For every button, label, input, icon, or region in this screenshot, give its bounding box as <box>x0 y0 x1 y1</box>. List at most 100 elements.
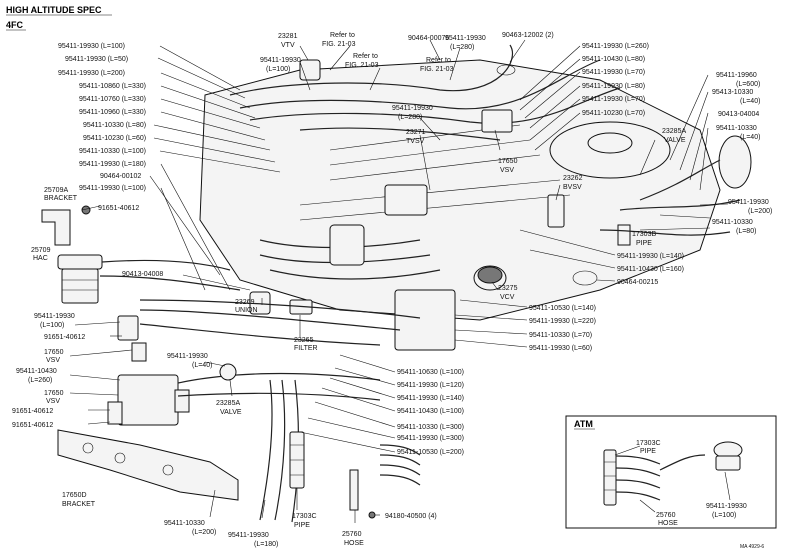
label-lr1: 95411-19930 (L=140) <box>617 253 684 260</box>
label-r4: 95411-19930 (L=80) <box>582 83 645 90</box>
label-c2: 90464-00076 <box>408 35 449 42</box>
label-lf4: 91651-40612 <box>12 408 53 415</box>
label-17650d: 17650D <box>62 492 87 499</box>
label-fr6: 95411-10330 <box>712 219 753 226</box>
label-ref2b: FIG. 21-03 <box>345 62 379 69</box>
label-ref2a: Refer to <box>353 53 378 60</box>
label-pipe1b: PIPE <box>636 240 652 247</box>
label-fr6b: (L=80) <box>736 228 756 235</box>
label-bt6: 95411-19930 (L=300) <box>397 435 464 442</box>
label-lr3: 90464-00215 <box>617 279 658 286</box>
label-atm2: 25760 <box>656 512 676 519</box>
label-l6: 95411-10960 (L=330) <box>79 109 146 116</box>
label-ref1b: FIG. 21-03 <box>322 41 356 48</box>
figure-code: MA 4929-6 <box>740 544 764 550</box>
label-lf1: 95411-19930 <box>34 313 75 320</box>
label-filter: 23265 <box>294 337 314 344</box>
label-r1: 95411-19930 (L=260) <box>582 43 649 50</box>
label-atm1: 17303C <box>636 440 661 447</box>
label-l2: 95411-19930 (L=50) <box>65 56 128 63</box>
label-bt5: 95411-10330 (L=300) <box>397 424 464 431</box>
atm-inset: ATM <box>565 415 777 529</box>
label-bb1b: (L=200) <box>192 529 216 536</box>
label-l4: 95411-10860 (L=330) <box>79 83 146 90</box>
label-m4: 23262 <box>563 175 583 182</box>
label-atm3b: (L=100) <box>712 512 736 519</box>
label-l12: 95411-19930 (L=100) <box>79 185 146 192</box>
label-c3: 95411-19930 <box>445 35 486 42</box>
diagram-title: HIGH ALTITUDE SPEC <box>6 5 102 15</box>
label-bb1: 95411-10330 <box>164 520 205 527</box>
label-union: 23269 <box>235 299 255 306</box>
label-m5: 23285A <box>662 128 686 135</box>
label-fr3: 90413-04004 <box>718 111 759 118</box>
label-hoseb: HOSE <box>344 540 364 547</box>
label-l11: 90464-00102 <box>100 173 141 180</box>
label-vsv3b: VSV <box>46 398 60 405</box>
label-lf1b: (L=100) <box>40 322 64 329</box>
label-fr4: 95411-10330 <box>716 125 757 132</box>
label-r5: 95411-19930 (L=70) <box>582 96 645 103</box>
label-lr2: 95411-10430 (L=160) <box>617 266 684 273</box>
label-lr4: 95411-10530 (L=140) <box>529 305 596 312</box>
label-c1: 95411-19930 <box>260 57 301 64</box>
label-lf3b: (L=260) <box>28 377 52 384</box>
label-vcv: 23275 <box>498 285 518 292</box>
label-l8: 95411-10230 (L=60) <box>83 135 146 142</box>
left-vsv-group <box>117 299 421 362</box>
label-fr2b: (L=40) <box>740 98 760 105</box>
label-bt4: 95411-10430 (L=100) <box>397 408 464 415</box>
label-ref3a: Refer to <box>426 57 451 64</box>
label-hac: 25709 <box>31 247 51 254</box>
label-atm3: 95411-19930 <box>706 503 747 510</box>
label-hose: 25760 <box>342 531 362 538</box>
atm-title: ATM <box>574 419 593 429</box>
label-ref3b: FIG. 21-03 <box>420 66 454 73</box>
label-m1b: (L=280) <box>398 114 422 121</box>
label-lr5: 95411-19930 (L=220) <box>529 318 596 325</box>
label-25709ab: BRACKET <box>44 195 78 202</box>
hac-assembly <box>41 205 241 304</box>
label-vcvb: VCV <box>500 294 515 301</box>
label-atm2b: HOSE <box>658 520 678 527</box>
label-fr1b: (L=600) <box>736 81 760 88</box>
label-hacb: HAC <box>33 255 48 262</box>
label-fr5: 95411-19930 <box>728 199 769 206</box>
bracket-17650d-assembly <box>57 363 421 523</box>
label-lf2: 91651-40612 <box>44 334 85 341</box>
label-m3: 17650 <box>498 158 518 165</box>
label-ctr1: 95411-19930 <box>167 353 208 360</box>
callout-labels: 95411-19930 (L=100) 95411-19930 (L=50) 9… <box>12 32 772 550</box>
label-pp3b: PIPE <box>294 522 310 529</box>
label-ctr1b: (L=40) <box>192 362 212 369</box>
label-pipe1: 17303B <box>632 231 656 238</box>
label-17650db: BRACKET <box>62 501 96 508</box>
label-l7: 95411-10330 (L=80) <box>83 122 146 129</box>
label-bb2b: (L=180) <box>254 541 278 548</box>
label-m2b: TVSV <box>406 138 425 145</box>
label-bb2: 95411-19930 <box>228 532 269 539</box>
label-l5: 95411-10760 (L=330) <box>79 96 146 103</box>
label-r6: 95411-10230 (L=70) <box>582 110 645 117</box>
label-vsv2b: VSV <box>46 357 60 364</box>
label-25709a: 25709A <box>44 187 68 194</box>
label-bt2: 95411-19930 (L=120) <box>397 382 464 389</box>
label-fr5b: (L=200) <box>748 208 772 215</box>
label-lf5: 91651-40612 <box>12 422 53 429</box>
label-l3: 95411-19930 (L=200) <box>58 70 125 77</box>
label-fr2: 95413-10330 <box>712 89 753 96</box>
label-r3: 95411-19930 (L=70) <box>582 69 645 76</box>
label-ref1a: Refer to <box>330 32 355 39</box>
engine-illustration <box>199 44 752 351</box>
label-c3b: (L=280) <box>450 44 474 51</box>
label-val2: 23285A <box>216 400 240 407</box>
label-l1: 95411-19930 (L=100) <box>58 43 125 50</box>
label-filterb: FILTER <box>294 345 318 352</box>
label-l10: 95411-19930 (L=180) <box>79 161 146 168</box>
label-r2: 95411-10430 (L=80) <box>582 56 645 63</box>
label-vsv3: 17650 <box>44 390 64 397</box>
label-c4: 90463-12002 (2) <box>502 32 554 39</box>
label-lf3: 95411-10430 <box>16 368 57 375</box>
label-bt1: 95411-10630 (L=100) <box>397 369 464 376</box>
